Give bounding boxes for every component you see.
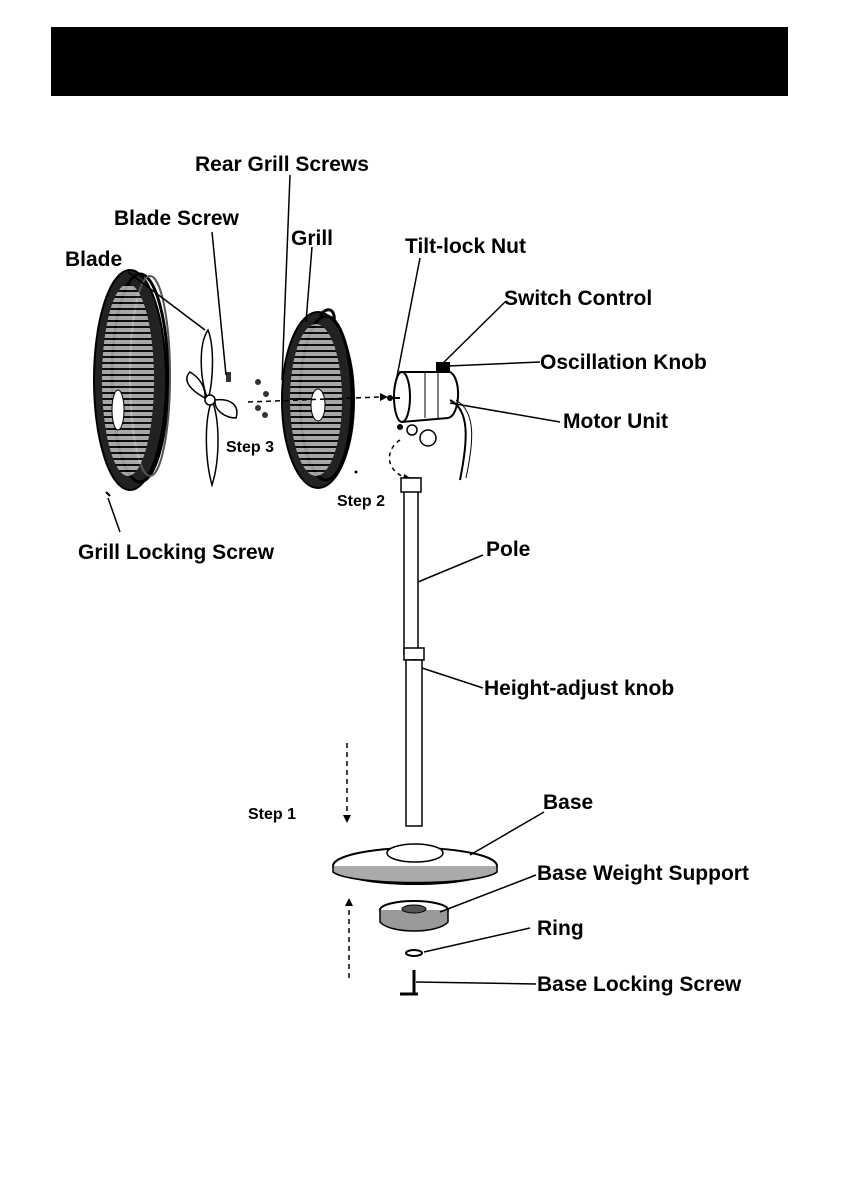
ring [406,950,422,956]
motor-unit [387,362,472,480]
label-blade-screw: Blade Screw [114,207,240,230]
label-tilt-lock-nut: Tilt-lock Nut [405,235,526,258]
base-locking-screw [400,970,418,994]
label-step2: Step 2 [337,493,385,510]
front-grill [94,270,170,496]
label-ring: Ring [537,917,584,940]
label-height-adjust-knob: Height-adjust knob [484,677,674,700]
base-weight-support [380,901,448,931]
label-blade: Blade [65,248,122,271]
step2-arrow [389,440,406,478]
label-grill: Grill [291,227,333,250]
label-base-weight-support: Base Weight Support [537,862,749,885]
rear-grill-screws [255,379,269,418]
label-base-locking-screw: Base Locking Screw [537,973,742,996]
label-pole: Pole [486,538,530,561]
rear-grill [282,310,354,488]
label-motor-unit: Motor Unit [563,410,668,433]
label-oscillation-knob: Oscillation Knob [540,351,707,374]
blade [187,330,237,485]
label-base: Base [543,791,593,814]
label-switch-control: Switch Control [504,287,652,310]
pole [401,478,424,826]
base [333,844,497,884]
label-rear-grill-screws: Rear Grill Screws [195,153,369,176]
label-step3: Step 3 [226,439,274,456]
label-step1: Step 1 [248,806,296,823]
label-grill-locking-screw: Grill Locking Screw [78,541,275,564]
